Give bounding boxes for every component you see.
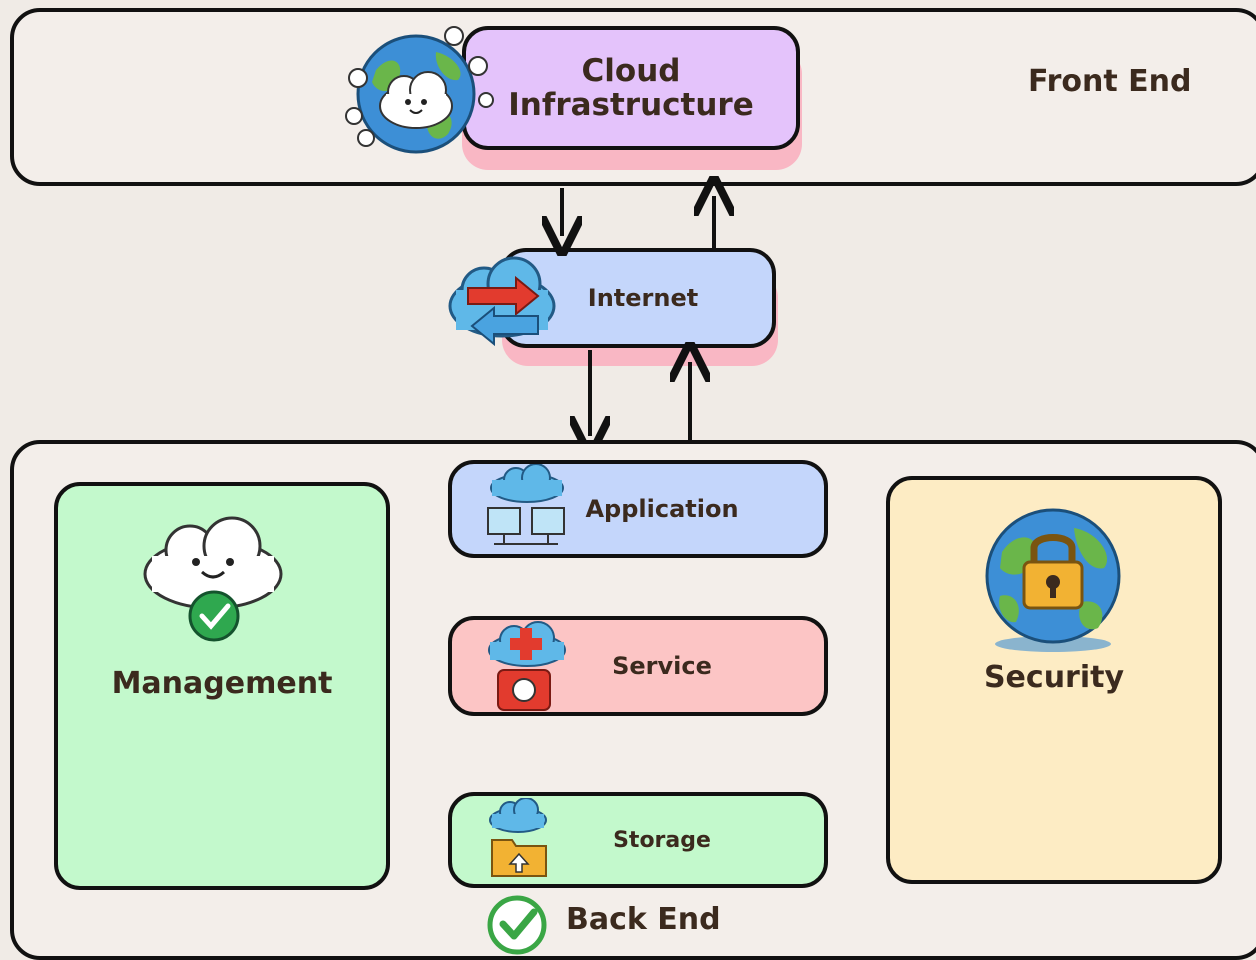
cloud-infrastructure-label: Cloud Infrastructure xyxy=(508,53,754,123)
cloud-computers-icon xyxy=(487,464,565,545)
storage-label: Storage xyxy=(613,827,711,853)
green-check-icon xyxy=(487,895,547,955)
internet-label: Internet xyxy=(587,284,699,312)
service-label: Service xyxy=(612,652,712,680)
globe-clouds-icon xyxy=(345,26,494,154)
security-label: Security xyxy=(983,660,1125,695)
cloud-medkit-icon xyxy=(488,621,566,711)
cloud-folder-icon xyxy=(489,798,547,877)
application-label: Application xyxy=(585,495,739,523)
management-label: Management xyxy=(111,666,333,701)
front-end-label: Front End xyxy=(1028,64,1192,99)
cloud-transfer-icon xyxy=(448,256,556,347)
back-end-label: Back End xyxy=(566,902,721,937)
cloud-infrastructure-box[interactable]: Cloud Infrastructure xyxy=(462,26,800,150)
happy-cloud-check-icon xyxy=(143,516,283,642)
globe-lock-icon xyxy=(985,508,1121,652)
